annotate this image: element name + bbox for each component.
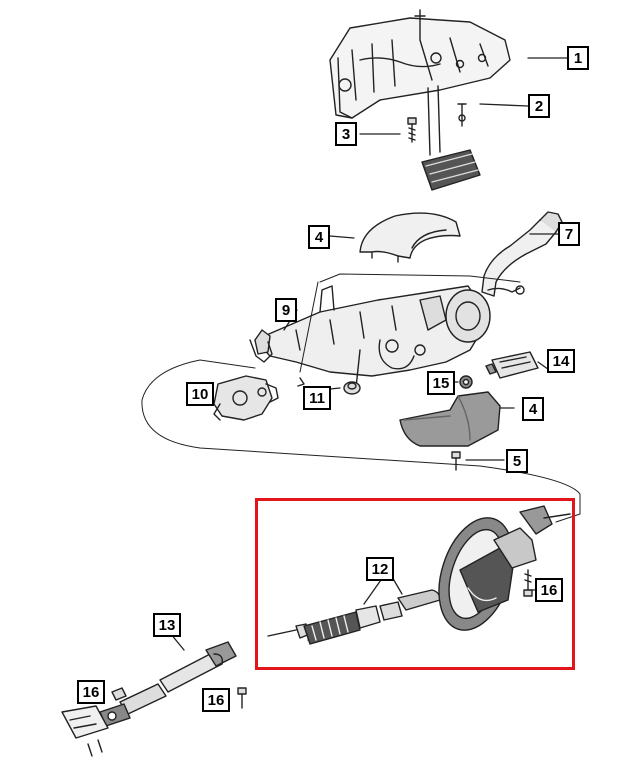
fitting-15 — [459, 375, 473, 389]
assembly-outline-lines — [141, 273, 581, 523]
callout-4-lower: 4 — [522, 397, 544, 421]
bolt-3 — [407, 117, 417, 143]
callout-16-left: 16 — [77, 680, 105, 704]
callout-16-bottom: 16 — [202, 688, 230, 712]
pedal-bracket — [329, 9, 511, 119]
ignition-module — [213, 375, 279, 421]
callout-2: 2 — [528, 94, 550, 118]
callout-11: 11 — [303, 386, 331, 410]
brake-pedal — [421, 85, 481, 191]
callout-15: 15 — [427, 371, 455, 395]
callout-7: 7 — [558, 222, 580, 246]
callout-14: 14 — [547, 349, 575, 373]
bolt-16-left — [111, 687, 127, 701]
nut-11 — [343, 381, 361, 395]
callout-16-right: 16 — [535, 578, 563, 602]
screw-5 — [451, 451, 461, 471]
callout-4-upper: 4 — [308, 225, 330, 249]
upper-shroud — [359, 212, 461, 263]
highlight-box — [255, 498, 575, 670]
connector-14 — [485, 351, 539, 379]
bolt-16-bottom — [237, 687, 247, 709]
callout-12: 12 — [366, 557, 394, 581]
callout-5: 5 — [506, 449, 528, 473]
steering-coupler-assembly — [438, 505, 571, 631]
callout-10: 10 — [186, 382, 214, 406]
multifunction-lever — [481, 211, 563, 297]
callout-13: 13 — [153, 613, 181, 637]
callout-3: 3 — [335, 122, 357, 146]
callout-1: 1 — [567, 46, 589, 70]
lower-shaft — [61, 641, 237, 757]
callout-9: 9 — [275, 298, 297, 322]
bolt-16-right — [523, 569, 533, 597]
lower-shroud — [399, 391, 501, 447]
bracket-9 — [249, 339, 273, 363]
